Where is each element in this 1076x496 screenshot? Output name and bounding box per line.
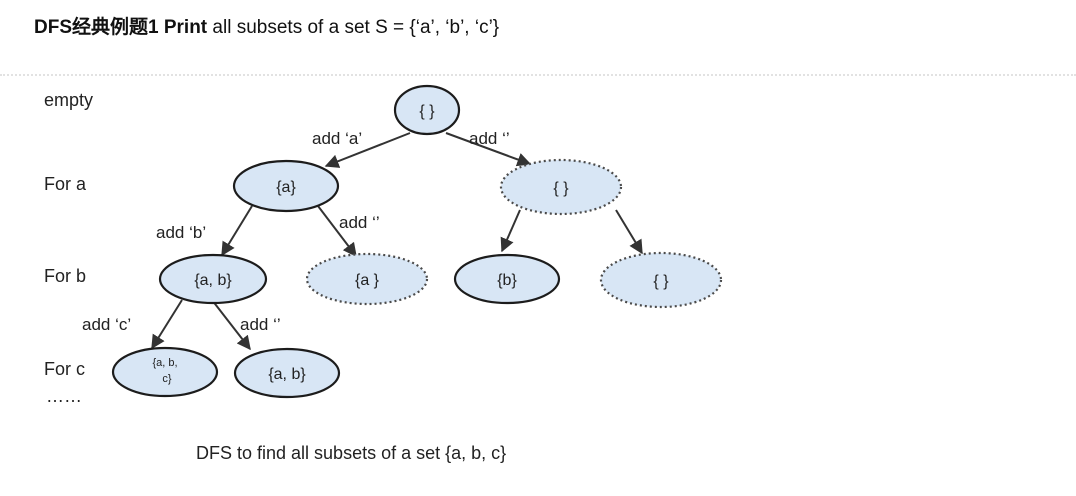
node-empty-after-root-label: { } [553, 180, 569, 197]
node-a: {a} [232, 159, 340, 213]
edge-label-add-c: add ‘c’ [82, 315, 131, 334]
edge-label-add-empty-root: add ‘’ [469, 129, 510, 148]
node-ab-leaf: {a, b} [233, 347, 341, 399]
node-empty-leaf: { } [599, 251, 723, 309]
title-rest: all subsets of a set S = {‘a’, ‘b’, ‘c’} [212, 17, 500, 38]
edge-empty-to-b [500, 209, 521, 253]
edge-root-to-empty [445, 132, 532, 167]
edge-root-to-a [324, 132, 411, 168]
node-root-label: { } [419, 103, 435, 120]
node-ab-label: {a, b} [194, 272, 232, 289]
node-empty-after-root: { } [499, 158, 623, 216]
level-label-empty: empty [44, 90, 93, 110]
node-a-only: {a } [305, 252, 429, 306]
node-abc-label-line1: {a, b, [152, 357, 177, 369]
level-label-for-b: For b [44, 266, 86, 286]
node-abc: {a, b, c} [111, 346, 219, 398]
level-label-for-c: For c [44, 359, 85, 379]
title-prefix: DFS经典例题1 [34, 17, 159, 38]
edge-ab-to-abc [151, 299, 183, 350]
node-b: {b} [453, 253, 561, 305]
edge-label-add-a: add ‘a’ [312, 129, 362, 148]
node-a-only-label: {a } [355, 272, 380, 289]
edge-label-add-empty-ab: add ‘’ [240, 315, 281, 334]
edge-a-to-ab [221, 205, 253, 257]
level-label-for-a: For a [44, 174, 87, 194]
node-root: { } [393, 84, 461, 136]
edge-ab-to-ab [211, 299, 251, 351]
edge-label-add-b: add ‘b’ [156, 223, 206, 242]
separator-line [0, 74, 1076, 76]
diagram-caption: DFS to find all subsets of a set {a, b, … [196, 443, 506, 463]
node-empty-leaf-label: { } [653, 273, 669, 290]
edge-label-add-empty-a: add ‘’ [339, 213, 380, 232]
node-b-label: {b} [497, 272, 517, 289]
title-bold-word: Print [163, 17, 208, 38]
node-a-label: {a} [276, 179, 296, 196]
edge-a-to-a-only [317, 205, 357, 258]
level-label-ellipsis: …… [46, 386, 82, 406]
node-ab-leaf-label: {a, b} [268, 366, 306, 383]
page-title: DFS经典例题1 Print all subsets of a set S = … [34, 12, 499, 39]
edge-empty-to-empty [615, 209, 643, 255]
node-abc-label-line2: c} [162, 373, 172, 385]
node-ab: {a, b} [158, 253, 268, 305]
